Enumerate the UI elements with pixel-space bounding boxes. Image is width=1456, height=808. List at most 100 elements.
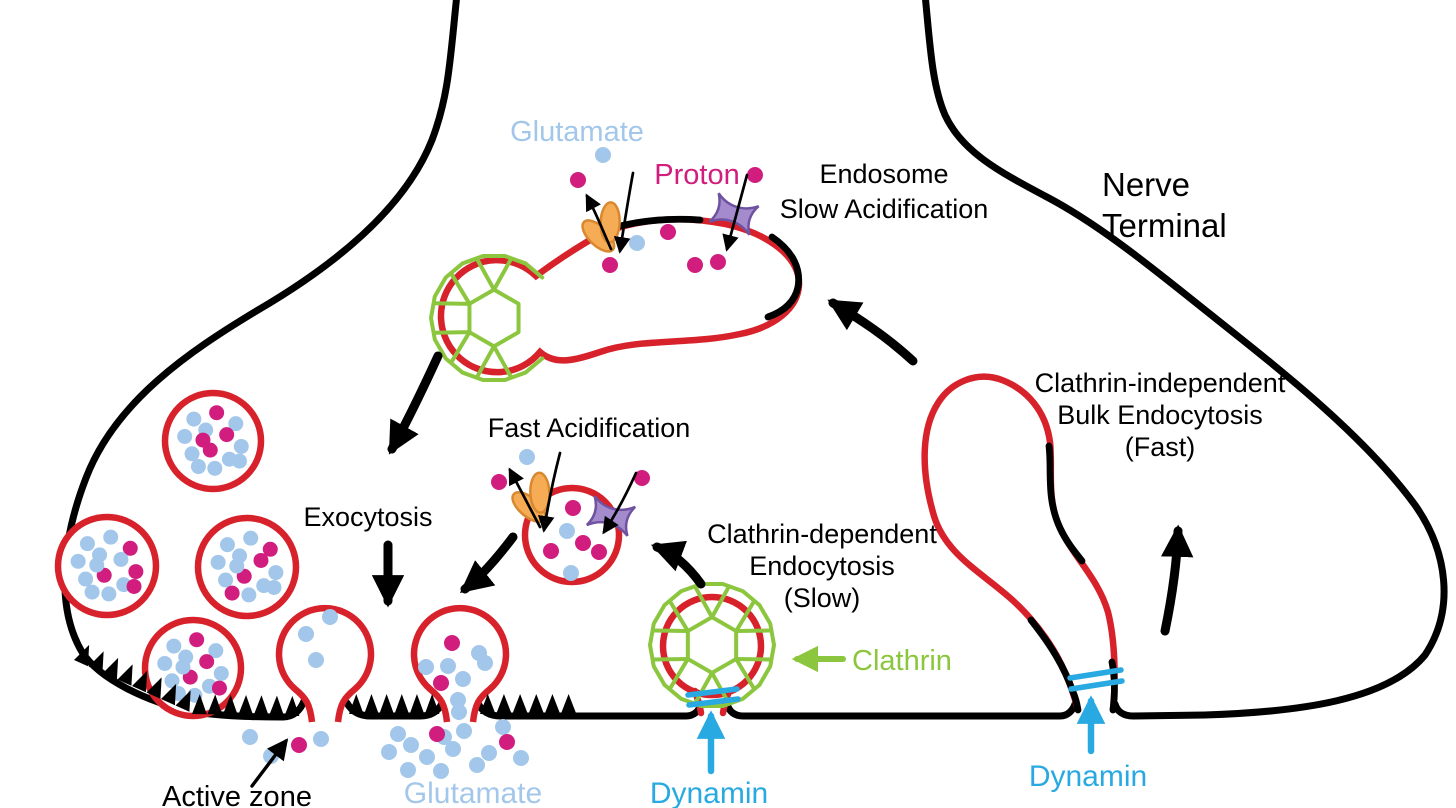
glutamate-dot: [519, 449, 535, 465]
cme-label-line2: Endocytosis: [749, 551, 895, 581]
bulk-endosome: [921, 373, 1125, 714]
glutamate-dot: [166, 638, 182, 654]
proton-dot: [591, 544, 607, 560]
bulk-endocytosis-label-line3: (Fast): [1125, 432, 1196, 462]
active-zone-tooth: [379, 694, 394, 714]
proton-label: Proton: [654, 159, 739, 191]
clathrin-strut: [449, 272, 472, 306]
dynamin-ring: [1068, 678, 1125, 692]
active-zone-tooth: [544, 694, 561, 714]
proton-dot: [189, 632, 205, 648]
glutamate-dot: [418, 659, 434, 675]
glutamate-dot: [190, 459, 206, 475]
active-zone-label: Active zone: [162, 781, 312, 808]
clathrin-strut: [449, 330, 472, 364]
glutamate-dot: [322, 609, 338, 625]
glutamate-dot: [186, 411, 202, 427]
glutamate-dot: [308, 652, 324, 668]
bulk-endocytosis-arrow: [1160, 524, 1194, 636]
active-zone-teeth: [74, 644, 577, 716]
cme-label-line3: (Slow): [784, 583, 861, 613]
active-zone-tooth: [132, 670, 148, 693]
glutamate-dot: [559, 523, 575, 539]
synaptic-vesicle: [54, 513, 160, 619]
cme-label-line1: Clathrin-dependent: [707, 519, 937, 549]
bulk-endosome-membrane: [921, 373, 1118, 711]
clathrin-strut: [668, 599, 690, 634]
proton-influx-arrow: [602, 471, 638, 535]
bulk-endocytosis-label-line1: Clathrin-independent: [1035, 368, 1286, 398]
glutamate-dot: [219, 537, 235, 553]
active-zone-tooth: [424, 694, 440, 714]
endosome-membrane-black-segment-top: [608, 215, 704, 232]
glutamate-efflux-arrow: [508, 467, 542, 529]
glutamate-dot: [268, 565, 284, 581]
active-zone-tooth: [253, 695, 269, 716]
annotation-arrows: [250, 645, 1106, 788]
clathrin-lattice-coat: [648, 581, 776, 709]
clathrin-outer-ring: [429, 253, 545, 383]
glutamate-dot: [440, 658, 456, 674]
active-zone-tooth: [284, 695, 300, 716]
clathrin-outer-ring: [648, 581, 776, 709]
endosome-label-line2: Slow Acidification: [780, 194, 989, 224]
proton-dot: [710, 254, 726, 270]
glutamate-bottom-label: Glutamate: [404, 777, 542, 808]
clathrin-strut: [734, 656, 773, 662]
synaptic-vesicle: [194, 514, 300, 620]
glutamate-efflux-arrow: [585, 193, 613, 251]
proton-dot: [211, 680, 227, 696]
proton-dot: [126, 578, 142, 594]
labels: Glutamate Proton Endosome Slow Acidifica…: [162, 116, 1286, 808]
glutamate-dot: [101, 586, 117, 602]
clathrin-strut: [651, 628, 690, 634]
bulk-membrane-black-segment-neck-right: [1108, 658, 1118, 714]
proton-dot: [565, 500, 581, 516]
glutamate-dot: [243, 530, 259, 546]
clathrin-lattice-endosome: [429, 253, 545, 383]
fast-acidifying-vesicle: [491, 449, 650, 586]
active-zone-tooth: [103, 657, 119, 680]
active-zone-tooth: [480, 694, 496, 714]
proton-dot: [195, 432, 211, 448]
clathrin-strut: [693, 585, 714, 620]
glutamate-dot: [241, 587, 257, 603]
active-zone-tooth: [74, 644, 90, 667]
glutamate-dot: [113, 551, 129, 567]
proton-dot: [128, 564, 144, 580]
proton-dot: [570, 172, 586, 188]
glutamate-dot: [177, 428, 193, 444]
clathrin-strut: [710, 585, 731, 620]
proton-dot: [444, 635, 460, 651]
clathrin-strut: [693, 670, 714, 705]
clathrin-strut: [668, 656, 690, 691]
proton-pump-icon: [708, 192, 760, 236]
active-zone-tooth: [394, 694, 410, 714]
glutamate-dot: [218, 572, 234, 588]
cme-to-vesicle-arrow: [650, 540, 706, 589]
glutamate-dot: [70, 553, 86, 569]
active-zone-tooth: [496, 694, 512, 714]
clathrin-strut: [475, 257, 496, 292]
clathrin-strut: [432, 301, 472, 306]
active-zone-tooth: [528, 694, 545, 714]
proton-dot: [747, 167, 763, 183]
active-zone-tooth: [88, 651, 104, 673]
clathrin-strut: [492, 344, 513, 379]
proton-dot: [433, 675, 449, 691]
bulk-endocytosis-label-line2: Bulk Endocytosis: [1057, 400, 1263, 430]
active-zone-tooth: [269, 695, 284, 716]
glutamate-dot: [563, 565, 579, 581]
glutamate-dot: [157, 655, 173, 671]
glutamate-influx-arrow: [537, 451, 562, 533]
released-neurotransmitter-cloud: [242, 704, 529, 779]
clathrin-strut: [734, 628, 773, 634]
active-zone-tooth: [175, 690, 191, 712]
clathrin-strut: [432, 330, 472, 335]
cycle-arrows: [371, 298, 1194, 636]
proton-dot: [602, 257, 618, 273]
glutamate-dot: [231, 453, 247, 469]
dynamin-left-label: Dynamin: [650, 777, 768, 808]
docked-synaptic-vesicle: [141, 616, 245, 720]
